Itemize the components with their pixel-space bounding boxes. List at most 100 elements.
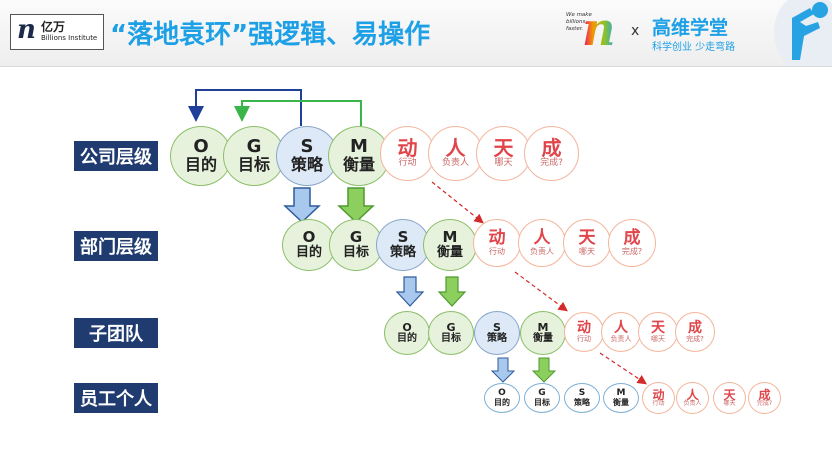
action-caption: 行动 — [652, 400, 665, 408]
action-caption: 负责人 — [683, 400, 702, 408]
mascot-figure — [770, 0, 832, 66]
down-arrow-measure-1 — [337, 187, 375, 224]
action-char: 成 — [541, 136, 562, 161]
action-caption: 行动 — [489, 246, 505, 256]
department-g-circle: G 目标 — [329, 219, 383, 271]
ogsm-word: 目标 — [441, 332, 461, 344]
action-caption: 完成? — [756, 400, 773, 408]
ogsm-word: 目的 — [494, 397, 510, 407]
ogsm-word: 衡量 — [613, 397, 629, 407]
collab-x: x — [631, 23, 640, 39]
down-arrow-strategy-3 — [490, 357, 516, 383]
company-day-circle: 天 哪天 — [476, 126, 531, 181]
ogsm-word: 策略 — [574, 397, 590, 407]
down-arrow-measure-2 — [437, 276, 467, 307]
brand-n-logo: n — [582, 2, 616, 56]
ogsm-word: 目的 — [295, 245, 322, 261]
subteam-s-circle: S 策略 — [474, 311, 520, 355]
ogsm-letter: G — [446, 320, 456, 334]
subteam-action-circle: 动 行动 — [564, 312, 604, 352]
action-caption: 负责人 — [441, 158, 469, 169]
action-char: 人 — [533, 227, 551, 248]
partner-slogan: 科学创业 少走弯路 — [652, 42, 736, 53]
partner-name: 高维学堂 — [652, 17, 729, 39]
ogsm-letter: O — [402, 320, 412, 334]
ogsm-letter: G — [246, 136, 262, 158]
ogsm-word: 策略 — [290, 155, 323, 175]
logo-en-text: Billions Institute — [41, 34, 98, 42]
ogsm-letter: O — [193, 136, 209, 158]
action-char: 动 — [652, 387, 665, 402]
individual-owner-circle: 人 负责人 — [676, 382, 709, 414]
cascade-arrow-1 — [431, 181, 484, 224]
action-caption: 负责人 — [610, 334, 632, 343]
department-action-circle: 动 行动 — [473, 219, 521, 267]
page-title: “落地袁环”强逻辑、易操作 — [110, 20, 431, 50]
individual-s-circle: S 策略 — [564, 383, 600, 413]
individual-o-circle: O 目的 — [484, 383, 520, 413]
ogsm-letter: M — [616, 388, 626, 399]
action-char: 人 — [445, 136, 466, 161]
action-char: 动 — [397, 136, 418, 161]
action-caption: 完成? — [540, 158, 563, 169]
action-char: 成 — [758, 387, 771, 402]
billions-institute-logo: n 亿万 Billions Institute — [10, 14, 104, 50]
action-char: 人 — [614, 319, 628, 336]
action-caption: 行动 — [577, 334, 591, 343]
ogsm-letter: S — [578, 388, 586, 399]
logo-cn-text: 亿万 — [41, 20, 66, 34]
ogsm-letter: S — [397, 228, 409, 247]
action-char: 动 — [577, 319, 591, 336]
action-caption: 哪天 — [494, 158, 513, 169]
action-caption: 负责人 — [530, 246, 554, 256]
subteam-done-circle: 成 完成? — [675, 312, 715, 352]
ogsm-word: 衡量 — [436, 245, 463, 261]
department-s-circle: S 策略 — [376, 219, 430, 271]
individual-done-circle: 成 完成? — [748, 382, 781, 414]
ogsm-letter: O — [498, 388, 506, 399]
ogsm-letter: S — [300, 136, 314, 158]
level-label-department: 部门层级 — [74, 231, 158, 261]
measure-to-goal-arrow — [234, 100, 362, 126]
company-action-circle: 动 行动 — [380, 126, 435, 181]
cascade-arrow-2 — [514, 271, 568, 312]
ogsm-word: 目的 — [184, 155, 217, 175]
action-char: 天 — [493, 136, 514, 161]
action-caption: 完成? — [686, 334, 704, 343]
action-caption: 哪天 — [723, 400, 736, 408]
action-char: 动 — [488, 227, 506, 248]
department-owner-circle: 人 负责人 — [518, 219, 566, 267]
action-caption: 哪天 — [651, 334, 665, 343]
ogsm-word: 目标 — [237, 155, 270, 175]
header-bar: n 亿万 Billions Institute “落地袁环”强逻辑、易操作 We… — [0, 0, 832, 67]
ogsm-word: 目标 — [534, 397, 550, 407]
action-char: 天 — [578, 227, 596, 248]
subteam-day-circle: 天 哪天 — [638, 312, 678, 352]
individual-g-circle: G 目标 — [524, 383, 560, 413]
individual-day-circle: 天 哪天 — [713, 382, 746, 414]
department-day-circle: 天 哪天 — [563, 219, 611, 267]
ogsm-letter: S — [493, 320, 501, 334]
strategy-to-purpose-arrow — [188, 89, 302, 126]
subteam-g-circle: G 目标 — [428, 311, 474, 355]
subteam-o-circle: O 目的 — [384, 311, 430, 355]
down-arrow-measure-3 — [531, 357, 557, 383]
action-char: 成 — [688, 319, 702, 336]
ogsm-letter: M — [442, 228, 458, 247]
action-char: 天 — [723, 387, 736, 402]
ogsm-letter: O — [302, 228, 316, 247]
down-arrow-strategy-2 — [395, 276, 425, 307]
ogsm-letter: G — [538, 388, 546, 399]
cascade-arrow-3 — [599, 352, 647, 385]
level-label-subteam: 子团队 — [74, 318, 158, 348]
subteam-owner-circle: 人 负责人 — [601, 312, 641, 352]
ogsm-letter: M — [537, 320, 549, 334]
individual-m-circle: M 衡量 — [603, 383, 639, 413]
individual-action-circle: 动 行动 — [642, 382, 675, 414]
department-m-circle: M 衡量 — [423, 219, 477, 271]
ogsm-word: 策略 — [487, 332, 507, 344]
ogsm-letter: G — [349, 228, 363, 247]
subteam-m-circle: M 衡量 — [520, 311, 566, 355]
company-done-circle: 成 完成? — [524, 126, 579, 181]
action-char: 成 — [623, 227, 641, 248]
